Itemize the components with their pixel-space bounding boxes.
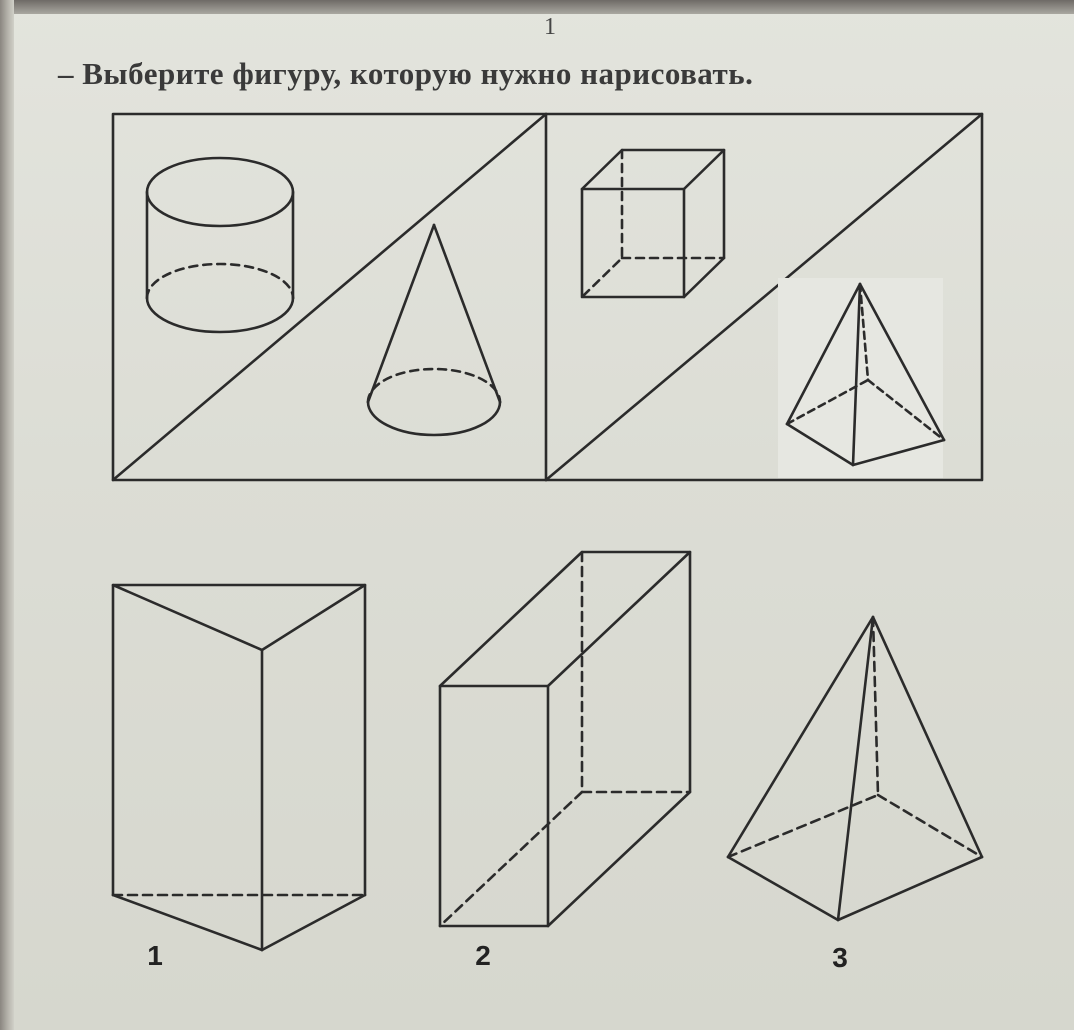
triangular-prism-shape <box>111 583 367 952</box>
page-edge-top <box>0 0 1074 14</box>
page-edge-left <box>0 0 14 1030</box>
task-instruction: – Выберите фигуру, которую нужно нарисов… <box>58 56 754 91</box>
figure-label-2: 2 <box>475 940 491 971</box>
panel-diagonal-right <box>544 112 984 482</box>
small-pyramid-shape <box>785 282 946 467</box>
figure-label-3: 3 <box>832 942 848 973</box>
top-shapes-panel <box>111 112 984 482</box>
quadrilateral-pyramid-shape <box>726 615 984 922</box>
figure-label-1: 1 <box>147 940 163 971</box>
rectangular-box-shape <box>438 550 692 928</box>
cube-shape <box>580 148 726 299</box>
page-number: 1 <box>544 14 556 40</box>
panel-diagonal-left <box>111 112 548 482</box>
cone-shape <box>366 223 502 437</box>
cylinder-shape <box>145 156 295 334</box>
